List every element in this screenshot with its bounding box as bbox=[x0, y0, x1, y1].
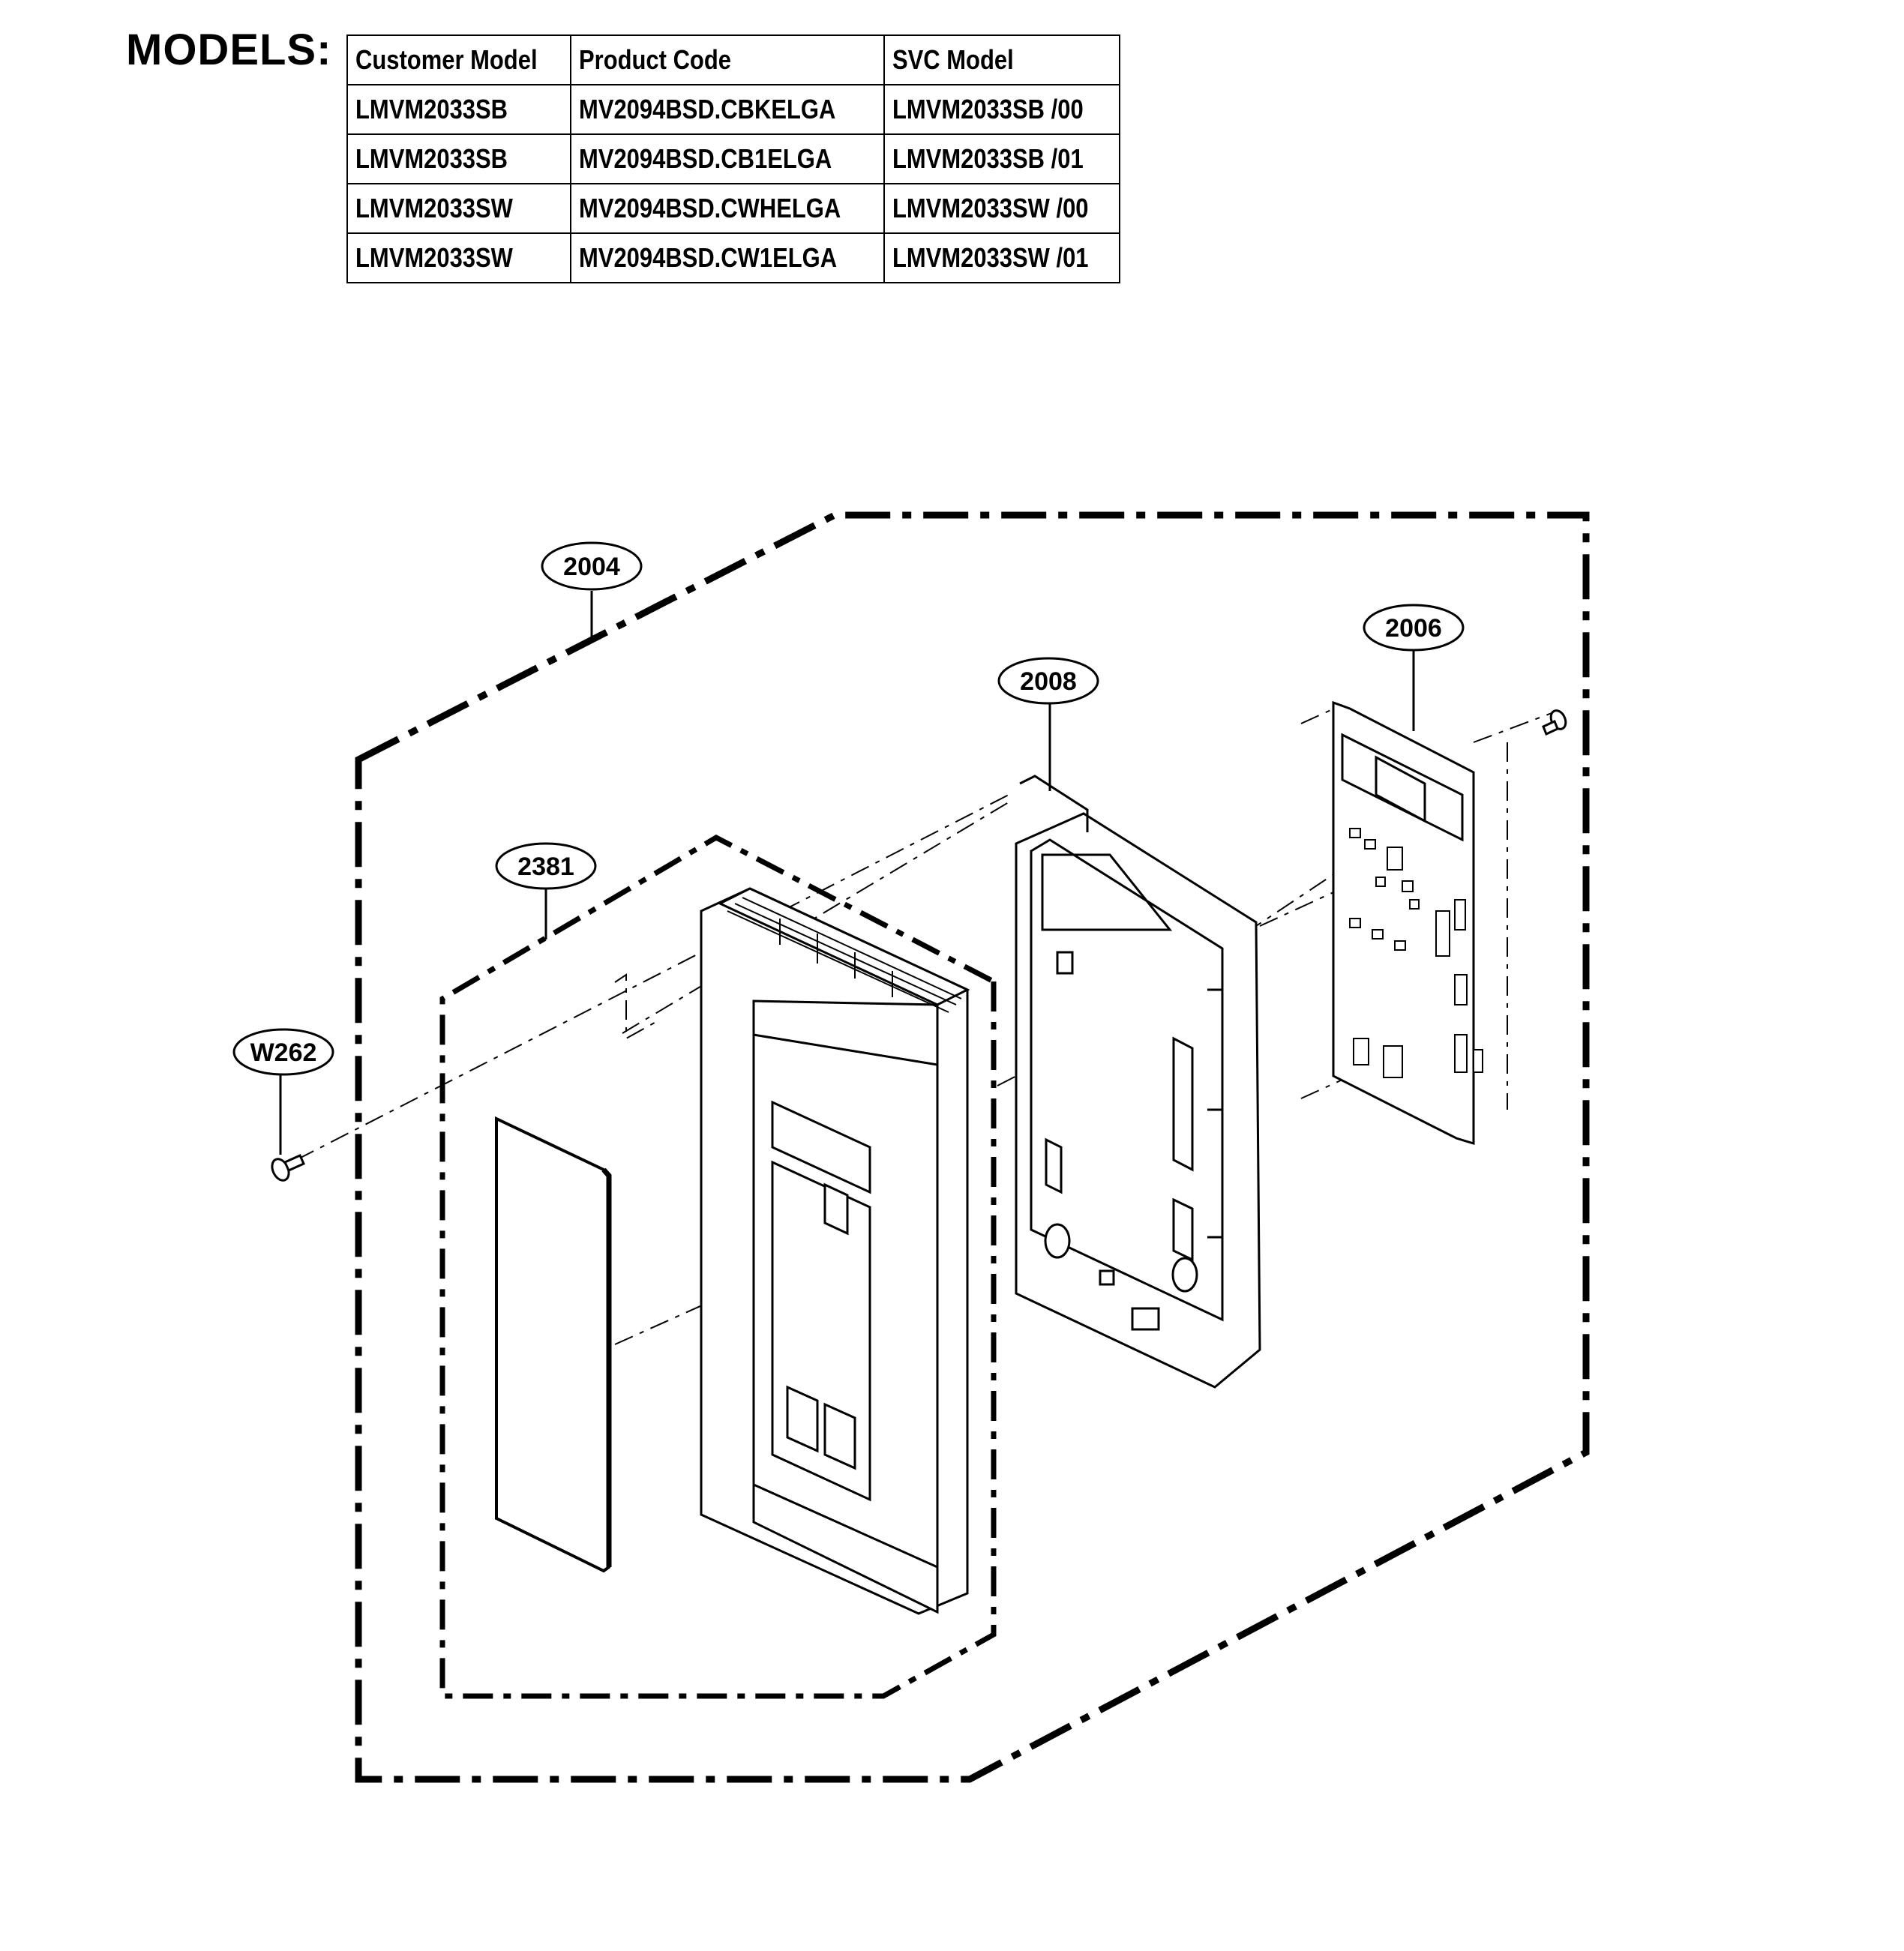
screw-w262 bbox=[271, 1154, 305, 1182]
callout-leaders bbox=[279, 591, 1415, 1155]
table-row: LMVM2033SW MV2094BSD.CW1ELGA LMVM2033SW … bbox=[346, 232, 1120, 283]
pcb-2006 bbox=[1332, 700, 1483, 1146]
table-header-row: Customer Model Product Code SVC Model bbox=[346, 34, 1120, 85]
control-panel-housing bbox=[700, 887, 970, 1615]
cell-customer-model: LMVM2033SB bbox=[346, 133, 571, 184]
models-heading: MODELS: bbox=[126, 25, 332, 74]
table-row: LMVM2033SB MV2094BSD.CB1ELGA LMVM2033SB … bbox=[346, 133, 1120, 184]
models-table: Customer Model Product Code SVC Model LM… bbox=[346, 34, 1120, 283]
column-header-product-code: Product Code bbox=[570, 34, 885, 85]
cell-product-code: MV2094BSD.CW1ELGA bbox=[570, 232, 885, 283]
cell-svc-model: LMVM2033SB /00 bbox=[883, 84, 1120, 135]
callout-label-2004: 2004 bbox=[563, 553, 620, 581]
sheet-panel bbox=[495, 1116, 612, 1573]
callout-label-2008: 2008 bbox=[1020, 667, 1077, 696]
cell-svc-model: LMVM2033SW /00 bbox=[883, 183, 1120, 234]
callout-label-2006: 2006 bbox=[1385, 614, 1442, 643]
callout-2006: 2006 bbox=[1363, 604, 1465, 652]
cell-customer-model: LMVM2033SB bbox=[346, 84, 571, 135]
column-header-customer-model: Customer Model bbox=[346, 34, 571, 85]
cell-svc-model: LMVM2033SB /01 bbox=[883, 133, 1120, 184]
cell-product-code: MV2094BSD.CB1ELGA bbox=[570, 133, 885, 184]
callout-2004: 2004 bbox=[541, 541, 643, 591]
cell-customer-model: LMVM2033SW bbox=[346, 183, 571, 234]
callout-label-w262: W262 bbox=[250, 1038, 317, 1067]
group-boundary-2381 bbox=[439, 835, 997, 1699]
callout-label-2381: 2381 bbox=[517, 853, 574, 881]
cell-product-code: MV2094BSD.CWHELGA bbox=[570, 183, 885, 234]
callout-w262: W262 bbox=[232, 1028, 334, 1076]
screw-pcb bbox=[1542, 709, 1567, 736]
assembly-boundary-2004 bbox=[355, 511, 1590, 1783]
cell-svc-model: LMVM2033SW /01 bbox=[883, 232, 1120, 283]
callout-2381: 2381 bbox=[495, 842, 597, 890]
callout-2008: 2008 bbox=[997, 657, 1099, 705]
bracket-2008 bbox=[1015, 775, 1261, 1389]
table-row: LMVM2033SW MV2094BSD.CWHELGA LMVM2033SW … bbox=[346, 183, 1120, 234]
table-row: LMVM2033SB MV2094BSD.CBKELGA LMVM2033SB … bbox=[346, 84, 1120, 135]
cell-customer-model: LMVM2033SW bbox=[346, 232, 571, 283]
column-header-svc-model: SVC Model bbox=[883, 34, 1120, 85]
cell-product-code: MV2094BSD.CBKELGA bbox=[570, 84, 885, 135]
